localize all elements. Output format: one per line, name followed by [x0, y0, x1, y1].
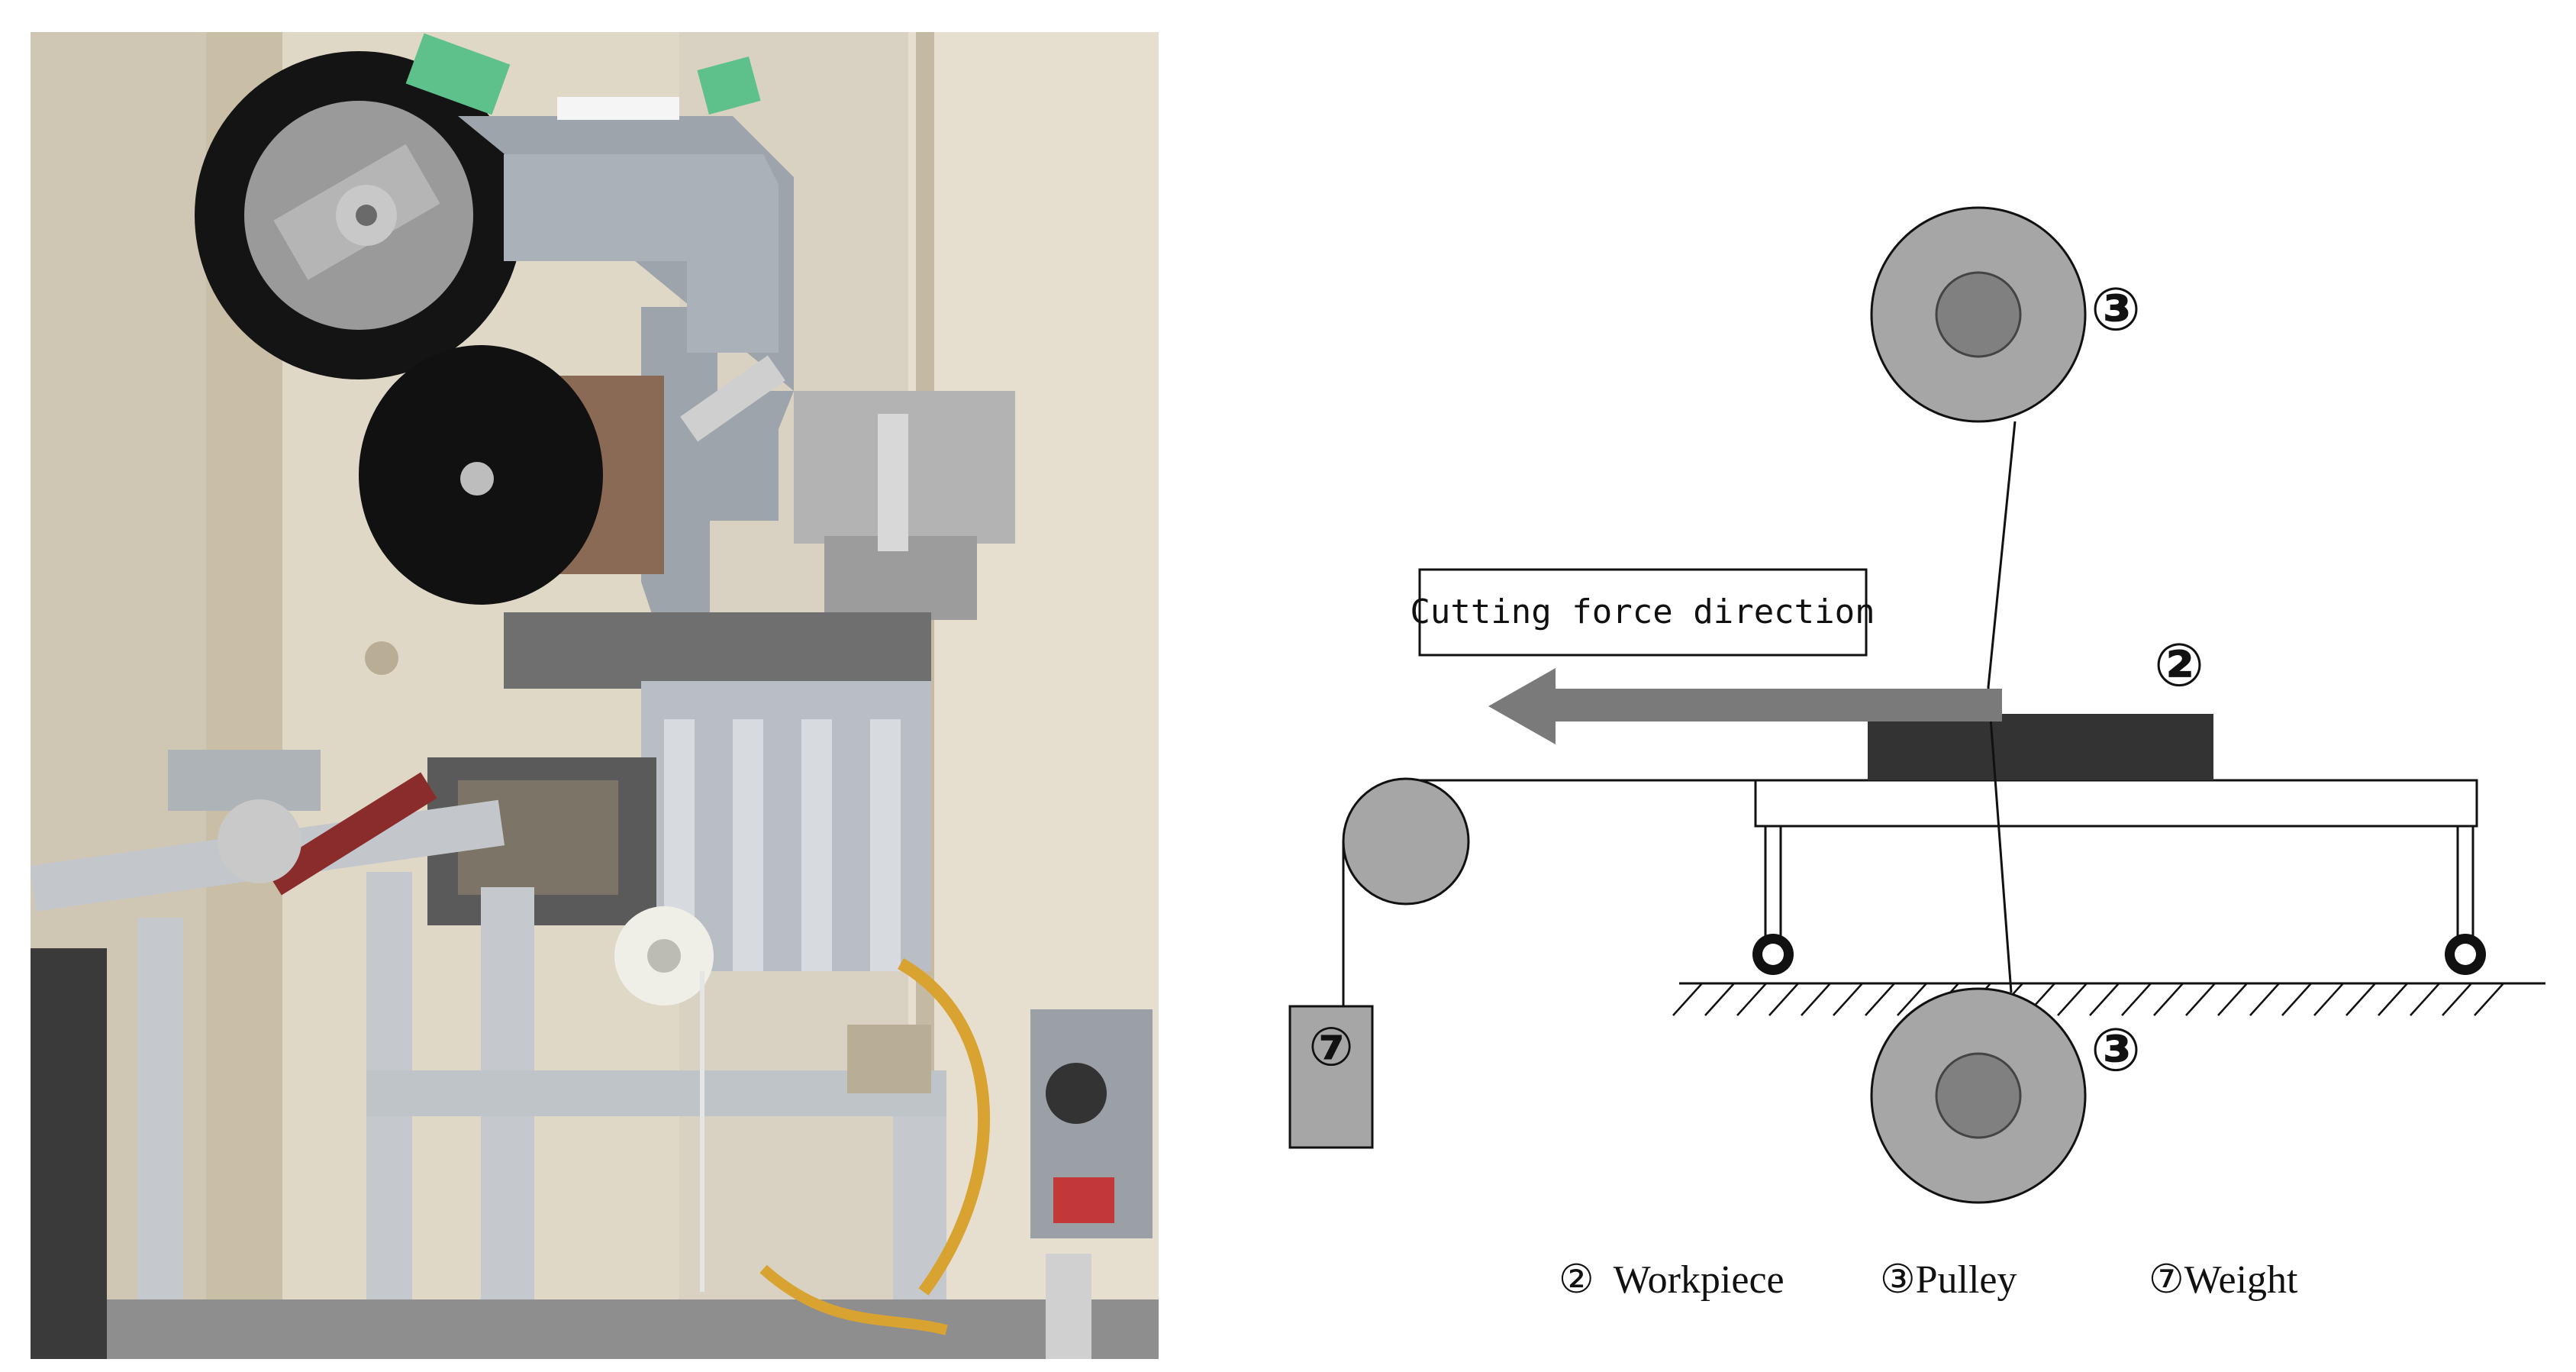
force-arrow [1488, 668, 2002, 744]
ground-hatch [1801, 983, 1831, 1016]
ground-hatch [2378, 983, 2408, 1016]
hose [898, 958, 991, 1296]
ground-hatch [1833, 983, 1863, 1016]
force-label-box [1418, 568, 1868, 657]
wire [1987, 421, 2017, 993]
legend-workpiece: ② Workpiece [1559, 1258, 1785, 1302]
ground [1672, 982, 2545, 1016]
top-pulley [1870, 206, 2087, 423]
ground-hatch [1897, 983, 1927, 1016]
force-label: Cutting force direction [1410, 592, 1875, 631]
weight-number: ⑦ [1308, 1015, 1353, 1078]
legend-weight: ⑦Weight [2149, 1258, 2298, 1302]
schematic-diagram: ② ③ ③ ⑦ Cutting force direction ② Workpi… [1288, 206, 2545, 1302]
ground-hatch [2249, 983, 2280, 1016]
weight [1288, 1005, 1374, 1149]
ground-hatch [1672, 983, 1703, 1016]
carriage [1752, 779, 2486, 975]
linkage [31, 750, 505, 912]
ground-hatch [2185, 983, 2216, 1016]
workpiece [1868, 714, 2213, 780]
apparatus-photo [31, 32, 1159, 1359]
ground-hatch [2153, 983, 2184, 1016]
workpiece-number: ② [2154, 631, 2204, 700]
ground-hatch [1865, 983, 1895, 1016]
ground-hatch [2313, 983, 2344, 1016]
legend-pulley: ③Pulley [1880, 1258, 2017, 1302]
ground-hatch [2345, 983, 2376, 1016]
ground-hatch [1736, 983, 1767, 1016]
ground-hatch [2410, 983, 2440, 1016]
ground-hatch [2057, 983, 2088, 1016]
ground-hatch [1768, 983, 1799, 1016]
ground-hatch [2442, 983, 2472, 1016]
ground-hatch [1704, 983, 1735, 1016]
bottom-pulley [1870, 987, 2087, 1204]
ground-hatch [2474, 983, 2504, 1016]
mesh-arm [405, 33, 794, 628]
ground-hatch [2217, 983, 2248, 1016]
ground-hatch [2281, 983, 2312, 1016]
bottom-pulley-number: ③ [2091, 1016, 2141, 1085]
cutting-head [680, 355, 1015, 620]
ground-hatch [2089, 983, 2120, 1016]
top-pulley-number: ③ [2091, 276, 2141, 344]
top-reel [195, 51, 523, 379]
lower-reel [359, 345, 664, 605]
frame [31, 872, 1159, 1359]
left-pulley [1342, 777, 1470, 906]
air-regulator [1030, 1009, 1153, 1359]
ground-hatch [2121, 983, 2152, 1016]
